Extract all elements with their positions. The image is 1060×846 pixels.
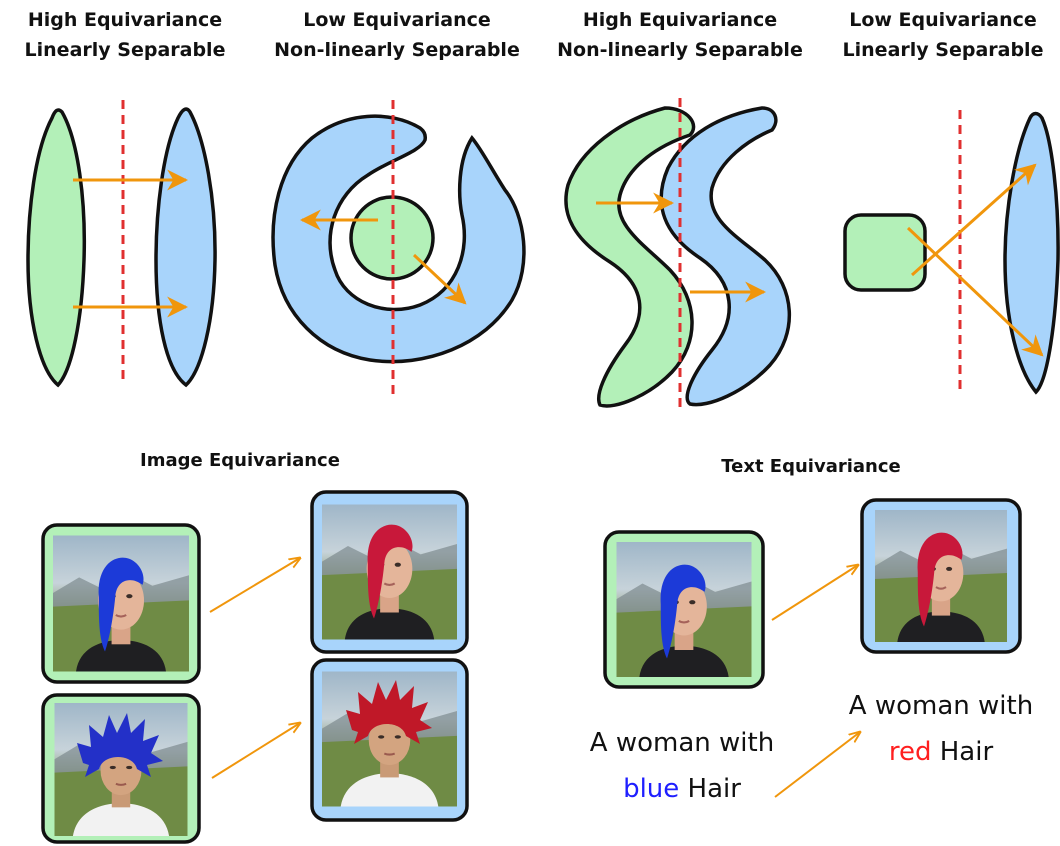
- green-ellipse: [26, 108, 87, 388]
- image-equivariance-title: Image Equivariance: [140, 450, 340, 471]
- caption-line2: red Hair: [811, 729, 1060, 775]
- panel2-diagram: [271, 100, 526, 395]
- caption-red-hair: A woman with red Hair: [811, 683, 1060, 775]
- caption-blue-hair: A woman with blue Hair: [552, 720, 812, 812]
- woman-blue-hair-photo: [53, 536, 189, 672]
- panel1-title-line2: Linearly Separable: [24, 39, 226, 61]
- woman-red-hair-photo: [875, 510, 1007, 642]
- text-equivariance-title: Text Equivariance: [721, 456, 901, 477]
- panel2-title: Low Equivariance Non-linearly Separable: [262, 5, 532, 65]
- caption-suffix: Hair: [687, 774, 741, 804]
- woman-blue-spiky-hair-photo: [55, 703, 188, 836]
- caption-prefix: A woman with: [848, 691, 1034, 721]
- panel4-title: Low Equivariance Linearly Separable: [808, 5, 1060, 65]
- panel1-title: High Equivariance Linearly Separable: [0, 5, 260, 65]
- caption-line2: blue Hair: [552, 766, 812, 812]
- green-square: [843, 213, 927, 292]
- green-s-shape: [564, 106, 696, 408]
- woman-red-hair-photo: [322, 505, 457, 640]
- panel3-title-line1: High Equivariance: [582, 9, 778, 31]
- text-equivariance-group: [603, 498, 1022, 798]
- color-word-blue: blue: [623, 774, 680, 804]
- image-equivariance-group: [41, 490, 469, 844]
- mapping-arrow: [911, 163, 1037, 277]
- panel4-title-line1: Low Equivariance: [849, 9, 1037, 31]
- woman-blue-hair-photo: [617, 542, 752, 677]
- blue-ellipse: [1003, 111, 1060, 395]
- mapping-arrow: [906, 226, 1044, 357]
- mapping-arrow: [211, 723, 300, 779]
- panel1-title-line1: High Equivariance: [27, 9, 223, 31]
- panel3-title-line2: Non-linearly Separable: [557, 39, 803, 61]
- mapping-arrow: [771, 565, 858, 621]
- caption-prefix: A woman with: [589, 728, 775, 758]
- panel1-diagram: [26, 100, 217, 388]
- caption-suffix: Hair: [939, 737, 994, 767]
- blue-ellipse: [154, 107, 217, 388]
- panel2-title-line2: Non-linearly Separable: [274, 39, 520, 61]
- panel3-title: High Equivariance Non-linearly Separable: [545, 5, 815, 65]
- woman-red-spiky-hair-photo: [322, 672, 457, 807]
- panel3-diagram: [564, 98, 791, 412]
- panel4-diagram: [843, 110, 1060, 395]
- mapping-arrow: [774, 732, 860, 798]
- mapping-arrow: [209, 558, 300, 613]
- color-word-red: red: [888, 737, 932, 767]
- panel2-title-line1: Low Equivariance: [303, 9, 491, 31]
- mapping-arrow: [412, 253, 467, 305]
- panel4-title-line2: Linearly Separable: [842, 39, 1044, 61]
